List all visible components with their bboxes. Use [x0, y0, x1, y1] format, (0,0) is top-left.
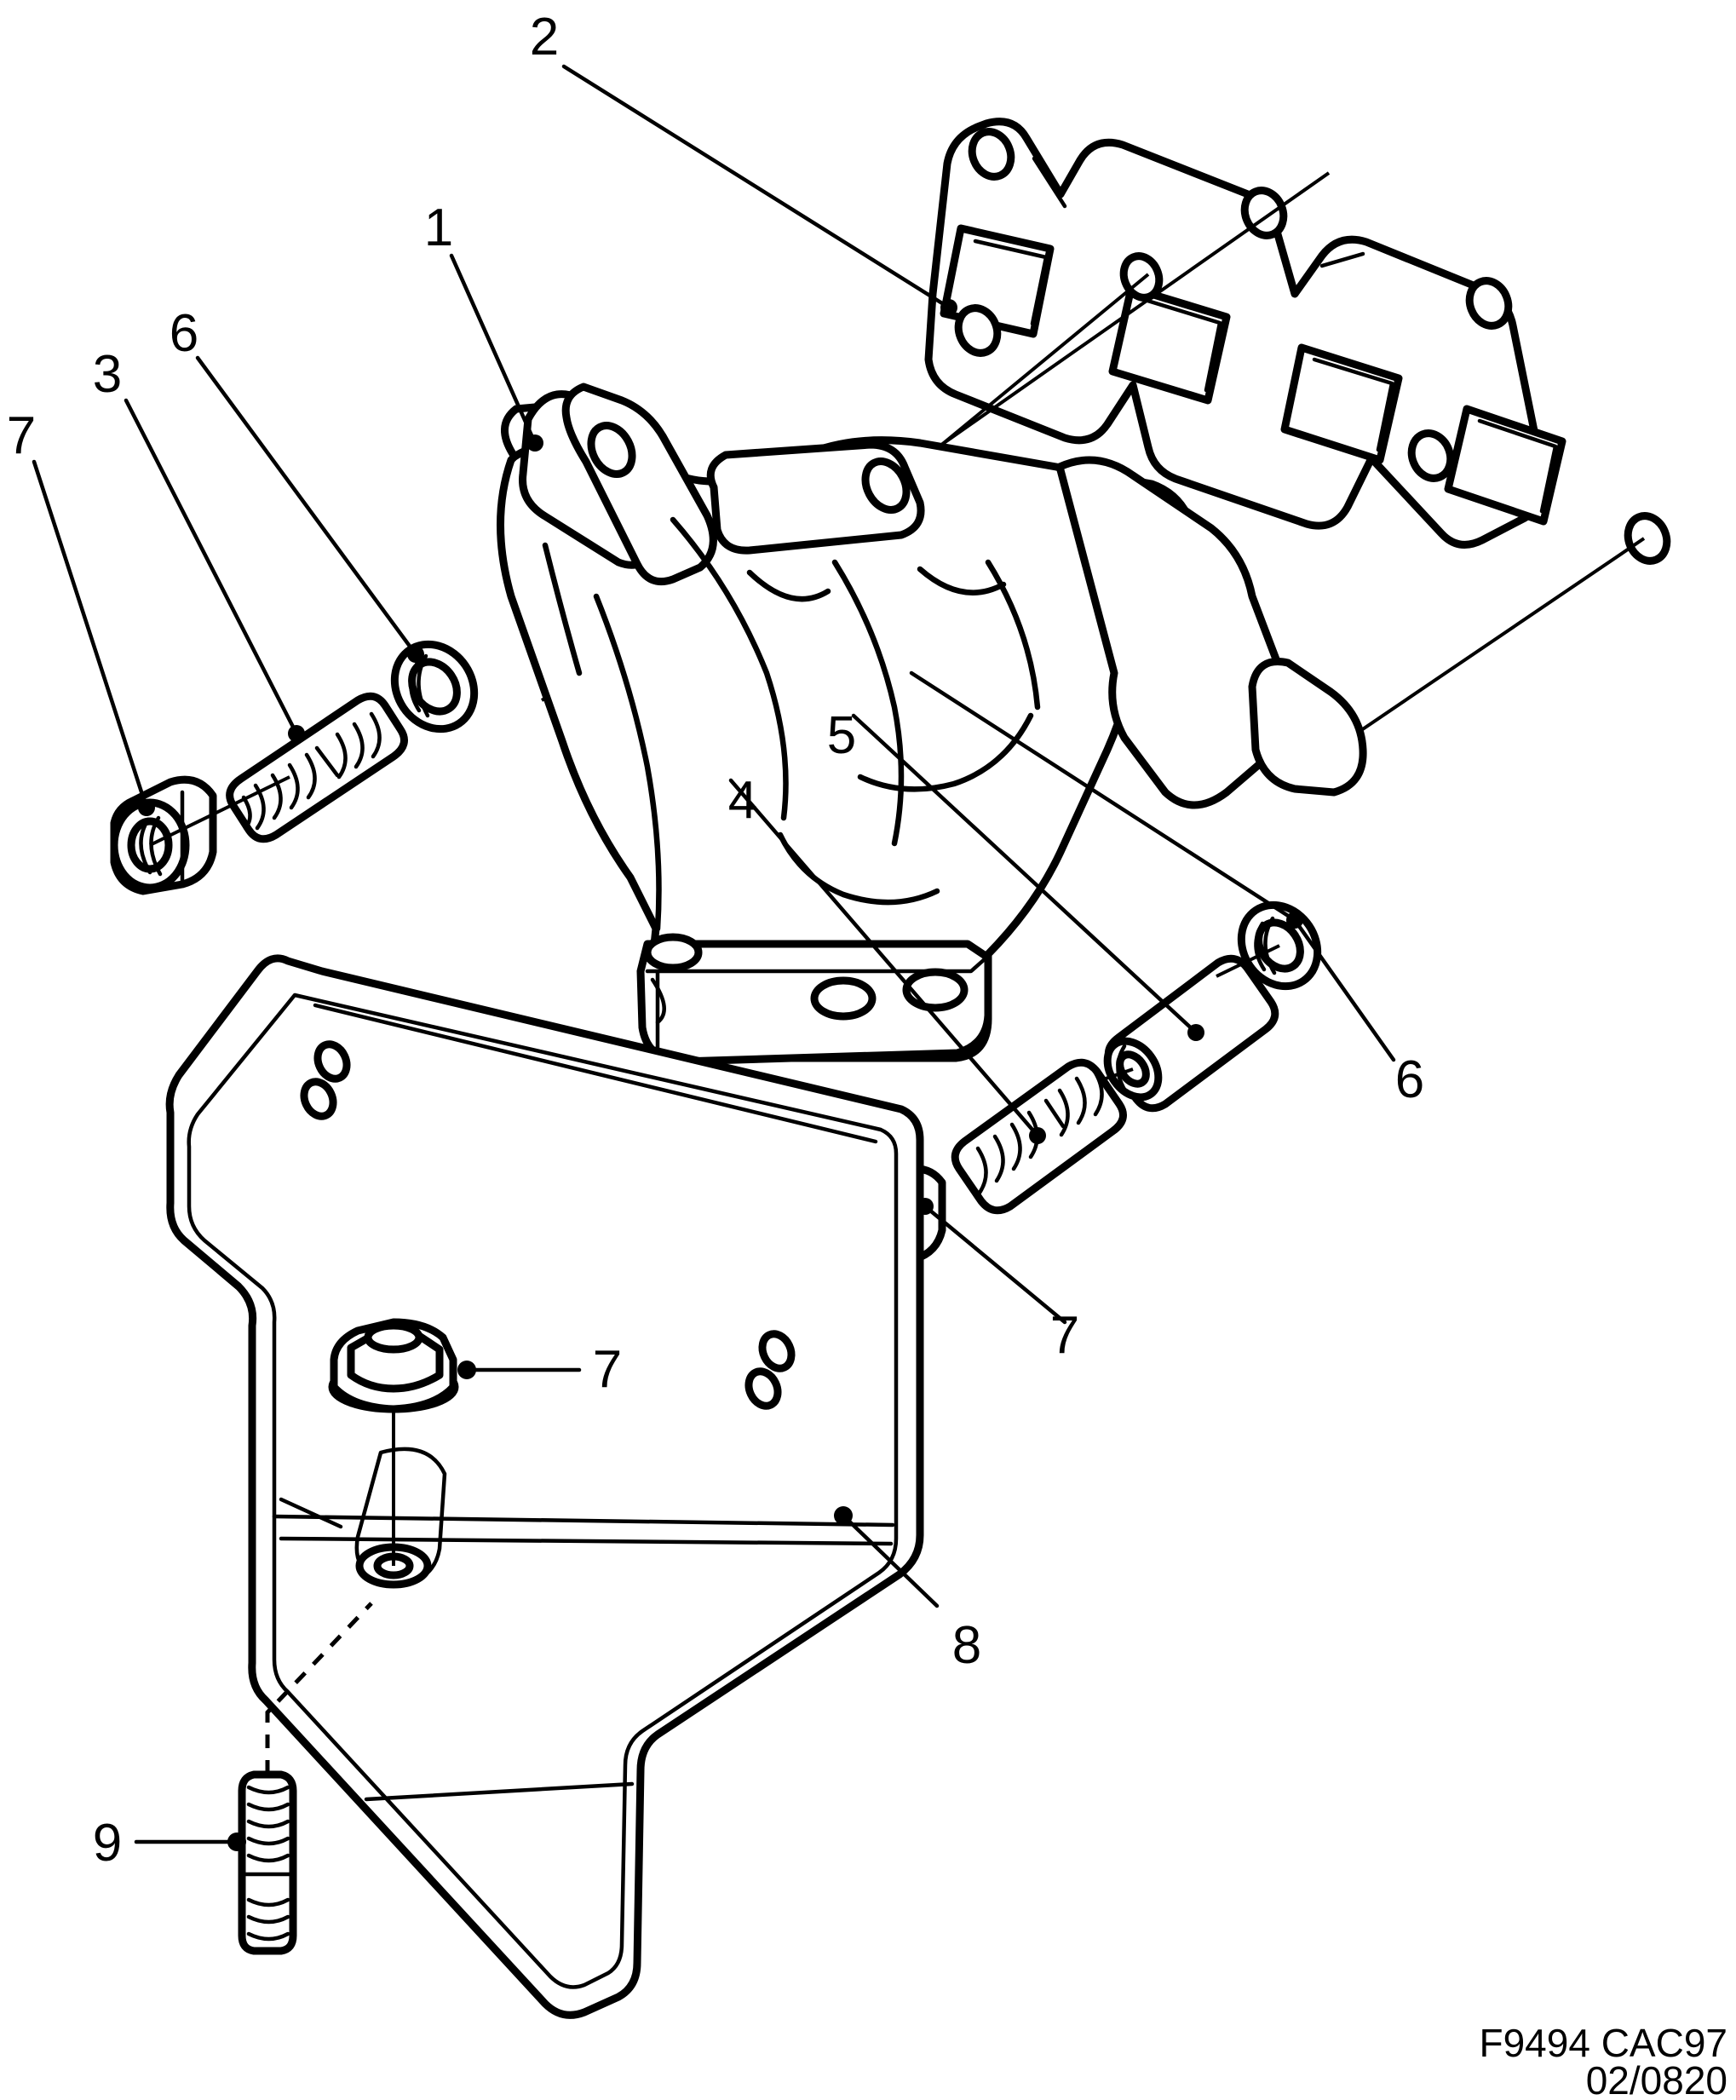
- stud-shield: [238, 1602, 373, 1955]
- callout-4: 4: [728, 771, 1046, 1144]
- callout-6-right-label: 6: [1395, 1050, 1424, 1109]
- callout-5: 5: [827, 706, 1204, 1041]
- gasket-hole: [1465, 277, 1513, 330]
- gasket-hole: [1407, 429, 1455, 482]
- drawing-revision-date: 02/0820: [1586, 2058, 1727, 2100]
- callout-2-label: 2: [530, 8, 559, 66]
- callout-5-label: 5: [827, 706, 856, 765]
- drawing-footer: F9494 CAC97 02/0820: [1480, 2021, 1728, 2100]
- callout-6-left-label: 6: [170, 304, 198, 363]
- nut-shield: [328, 1318, 459, 1566]
- callout-9-label: 9: [93, 1814, 122, 1873]
- callout-4-label: 4: [728, 771, 757, 830]
- gasket-hole: [1624, 512, 1671, 565]
- washer-right: [1216, 900, 1322, 991]
- callout-1: 1: [424, 198, 543, 452]
- manifold-flange-hole: [810, 976, 877, 1021]
- nut-left: [110, 775, 290, 895]
- callout-7-left: 7: [7, 406, 155, 816]
- callout-6-right: 6: [909, 670, 1424, 1109]
- washer-left: [390, 640, 479, 734]
- callout-3: 3: [93, 345, 305, 742]
- exhaust-manifold: [497, 383, 1367, 1066]
- manifold-gasket: [924, 118, 1671, 565]
- callout-9: 9: [93, 1814, 246, 1873]
- drawing-number: F9494 CAC97: [1480, 2021, 1728, 2065]
- manifold-flange-hole: [643, 933, 703, 972]
- shield-hole: [758, 1330, 796, 1372]
- heat-shield: [165, 954, 924, 2019]
- gasket-hole: [954, 304, 1002, 357]
- callout-7-right-label: 7: [1050, 1306, 1079, 1365]
- left-fastener-group: [110, 640, 479, 895]
- shield-hole: [300, 1078, 337, 1120]
- callout-8-label: 8: [952, 1616, 981, 1675]
- manifold-bolt-hole: [587, 422, 636, 478]
- callout-1-label: 1: [424, 198, 453, 257]
- callout-leaders: 1 2 3 4 5 6: [7, 8, 1424, 1873]
- callout-7-right: 7: [917, 1198, 1079, 1365]
- callout-6-left: 6: [170, 304, 424, 663]
- callout-7-left-label: 7: [7, 406, 36, 465]
- manifold-bolt-hole: [861, 457, 911, 514]
- shield-hole: [744, 1367, 782, 1410]
- stud-long-left: [226, 692, 408, 843]
- gasket-hole: [968, 128, 1015, 181]
- manifold-flange-hole: [902, 968, 969, 1012]
- callout-7-shield: 7: [457, 1340, 622, 1399]
- callout-2: 2: [530, 8, 957, 316]
- callout-7-shield-label: 7: [593, 1340, 622, 1399]
- callout-3-label: 3: [93, 345, 122, 404]
- callout-8: 8: [834, 1506, 981, 1675]
- shield-hole: [313, 1040, 351, 1083]
